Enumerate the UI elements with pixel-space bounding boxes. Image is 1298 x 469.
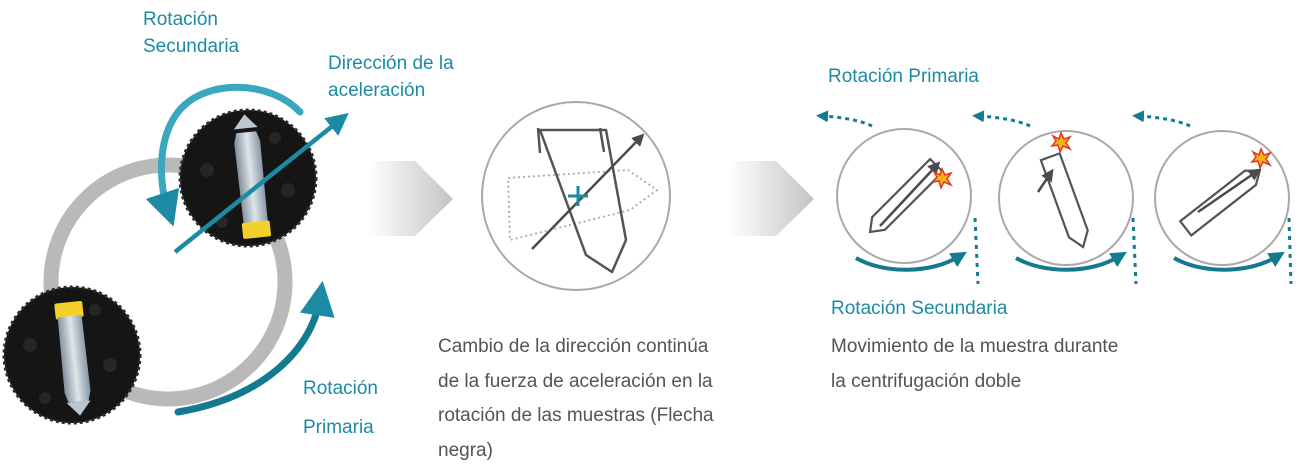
tube-holder-icon — [233, 114, 271, 239]
sample-movement-sequence — [816, 110, 1293, 285]
secondary-rotation-arrow — [1015, 251, 1127, 272]
caption-line: Movimiento de la muestra durante — [831, 336, 1119, 357]
caption-line: Cambio de la dirección continúa — [438, 336, 709, 357]
primary-rotation-ring — [43, 157, 293, 407]
label-line: Rotación — [303, 378, 378, 399]
label-text: Rotación Secundaria — [831, 298, 1008, 319]
label-line: Primaria — [303, 417, 374, 438]
caption-line: de la fuerza de aceleración en la — [438, 370, 713, 392]
direction-change-diagram — [481, 101, 671, 291]
right-caption: Movimiento de la muestra durante la cent… — [831, 330, 1118, 399]
rotation-illustration — [2, 83, 349, 425]
primary-rotation-dotted-arrow — [972, 110, 1031, 128]
secondary-rotation-arrow — [145, 83, 304, 227]
acceleration-direction-label: Dirección de la aceleración — [328, 50, 454, 104]
caption-line: rotación de las muestras (Flecha — [438, 405, 714, 426]
caption-line: la centrifugación doble — [831, 370, 1022, 392]
middle-caption: Cambio de la dirección continúa de la fu… — [438, 330, 714, 468]
primary-rotation-dotted-arrow — [816, 110, 873, 128]
chevron-right-icon — [728, 161, 814, 236]
tube-holder-icon — [54, 301, 91, 416]
acceleration-direction-arrow — [173, 112, 349, 254]
secondary-rotation-arrow — [855, 251, 967, 272]
label-line: Rotación — [143, 9, 218, 30]
label-line: Dirección de la — [328, 53, 454, 74]
tube-outline — [538, 128, 628, 274]
label-text: Rotación Primaria — [828, 66, 979, 87]
label-line: aceleración — [328, 80, 426, 101]
caption-line: negra) — [438, 439, 493, 461]
left-primary-rotation-label: Rotación Primaria — [303, 369, 378, 447]
chevron-right-icon — [368, 161, 453, 236]
secondary-rotation-arrow — [1173, 251, 1285, 272]
label-line: Secundaria — [143, 36, 240, 57]
left-secondary-rotation-label: Rotación Secundaria — [143, 6, 239, 60]
primary-rotation-arrow — [174, 280, 335, 416]
right-secondary-rotation-label: Rotación Secundaria — [831, 295, 1007, 322]
lower-sample-disc — [2, 285, 142, 425]
acceleration-force-arrow — [531, 133, 645, 250]
right-primary-rotation-label: Rotación Primaria — [828, 63, 979, 90]
primary-rotation-dotted-arrow — [1132, 110, 1191, 128]
upper-sample-disc — [178, 108, 318, 248]
